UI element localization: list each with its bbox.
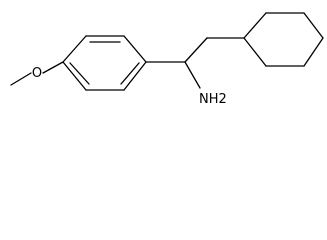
side-chain (145, 37, 245, 89)
ring-bond (62, 35, 87, 63)
methyl-o-bond (10, 72, 32, 86)
ring-bond (123, 61, 147, 91)
aromatic-double-bond (69, 62, 90, 85)
amine-atom: NH2 (199, 92, 227, 107)
o-aryl-bond (42, 61, 64, 74)
ring-bond (303, 37, 324, 67)
oxygen-label: O (32, 66, 42, 81)
ring-bond (62, 61, 87, 91)
amine-label: NH2 (199, 92, 227, 107)
chemical-structure: O NH2 (10, 12, 324, 107)
cyclohexane-ring (243, 12, 324, 67)
aromatic-double-bond (120, 62, 140, 85)
oxygen-atom: O (32, 66, 42, 81)
ring-bond (243, 37, 267, 67)
ring-bond (303, 12, 324, 39)
ch-ch2-bond (184, 37, 208, 63)
ring-bond (243, 12, 267, 39)
ch-nh2-bond (184, 61, 201, 89)
benzene-ring (62, 35, 147, 91)
methoxy-group (10, 61, 64, 86)
ring-bond (123, 35, 147, 63)
